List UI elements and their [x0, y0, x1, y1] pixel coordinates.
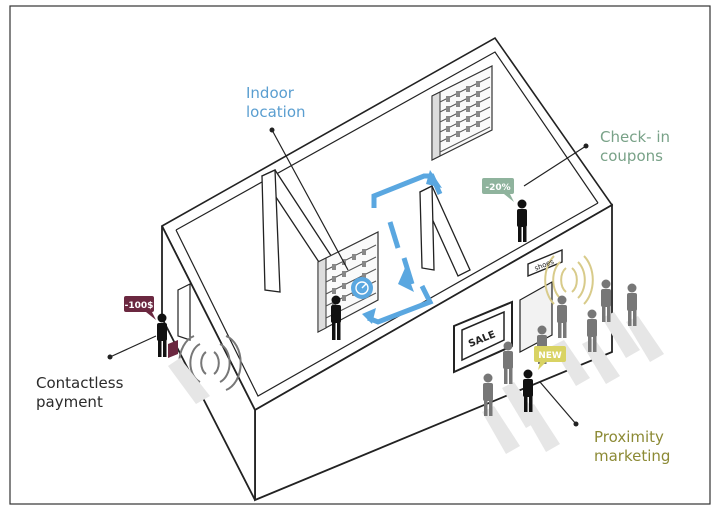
shopper-figures — [157, 199, 533, 412]
shelf-back — [431, 65, 493, 161]
checkin-coupons-label: Check- in coupons — [600, 128, 670, 165]
new-tag-text: NEW — [538, 351, 562, 361]
route-arrowhead-icon — [426, 170, 442, 188]
partition-left-face — [261, 169, 281, 293]
proximity-marketing-label: Proximity marketing — [594, 428, 671, 465]
leader-lines — [109, 129, 587, 425]
people-shadows — [168, 312, 664, 454]
phone-icon — [168, 340, 178, 358]
shopper-new — [523, 369, 533, 412]
discount-tag: -20% — [482, 178, 514, 202]
shopper-payment — [157, 313, 167, 357]
image-border — [9, 5, 711, 505]
back-wall-inner-edge — [175, 51, 599, 231]
location-pin-icon — [351, 277, 373, 299]
shopper-checkin — [517, 199, 527, 242]
front-doorway — [519, 280, 553, 353]
route-arrowhead-icon — [362, 308, 376, 324]
partition-right-face — [419, 184, 435, 271]
left-doorway — [177, 283, 191, 341]
indoor-location-label: Indoor location — [246, 84, 306, 121]
beacon-waves-icon — [544, 255, 594, 305]
price-tag: -100$ — [124, 296, 156, 320]
front-wall-inner-edge — [175, 202, 599, 397]
contactless-payment-label: Contactless payment — [36, 374, 124, 411]
discount-tag-text: -20% — [485, 183, 510, 193]
price-tag-text: -100$ — [125, 301, 154, 311]
route-arrowhead-icon — [398, 268, 414, 292]
shopper-shelf — [331, 295, 341, 340]
new-tag: NEW — [534, 346, 566, 370]
